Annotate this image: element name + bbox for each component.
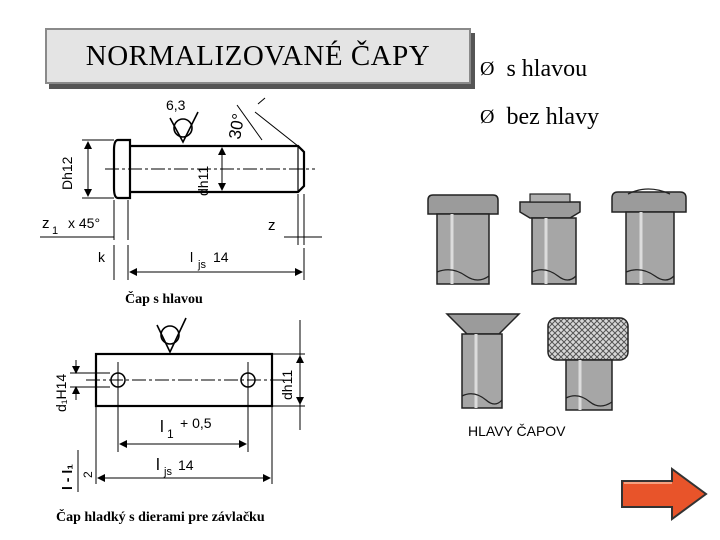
bullet-arrow-icon: Ø	[480, 105, 495, 128]
chamfer-end-label: z	[268, 217, 276, 234]
bullet-text: bez hlavy	[506, 103, 600, 130]
l1-label: l	[160, 417, 164, 436]
chamfer-z-label: z	[42, 215, 50, 232]
half-length-numerator: l - l₁	[59, 464, 75, 490]
head-height-label: k	[98, 249, 106, 265]
dim-head-diameter: Dh12	[59, 156, 75, 190]
bullet-list: Ø s hlavou Ø bez hlavy	[480, 45, 599, 141]
l1-sub: 1	[167, 427, 174, 441]
l1-tolerance: + 0,5	[180, 415, 212, 431]
caption-pin-with-head: Čap s hlavou	[125, 290, 203, 307]
bullet-arrow-icon: Ø	[480, 57, 495, 80]
length-label: l	[156, 455, 160, 474]
bullet-text: s hlavou	[506, 55, 588, 82]
pin-heads-illustration: HLAVY ČAPOV	[427, 188, 687, 439]
length-label: l	[190, 249, 193, 265]
length-tol-class: js	[197, 259, 206, 271]
dim-chamfer-angle: 30°	[225, 112, 248, 141]
half-length-denominator: 2	[81, 471, 95, 478]
title-box: NORMALIZOVANÉ ČAPY	[45, 28, 471, 84]
bullet-item: Ø bez hlavy	[480, 93, 599, 141]
pin-with-head-drawing: Dh12 dh11 6,3 30° z 1 x 45° z k l js 14	[40, 97, 322, 307]
arrow-right-icon	[621, 467, 708, 521]
length-tol-grade: 14	[213, 249, 229, 265]
plain-pin-drawing: d₁H14 dh11 l 1 + 0,5 l - l₁ 2 l js 14 Ča…	[53, 317, 305, 525]
dim-shaft-diameter: dh11	[279, 370, 295, 400]
roughness-value: 6,3	[166, 97, 186, 113]
bullet-item: Ø s hlavou	[480, 45, 599, 93]
length-tol-class: js	[163, 466, 172, 478]
heads-caption: HLAVY ČAPOV	[468, 423, 566, 439]
dim-hole-diameter: d₁H14	[53, 374, 69, 412]
chamfer-z-sub: 1	[52, 225, 58, 237]
next-slide-button[interactable]	[618, 465, 710, 523]
chamfer-angle-label: x 45°	[68, 215, 100, 231]
length-tol-grade: 14	[178, 457, 194, 473]
slide-title: NORMALIZOVANÉ ČAPY	[85, 39, 431, 72]
caption-plain-pin: Čap hladký s dierami pre závlačku	[56, 508, 265, 525]
dim-shaft-diameter: dh11	[195, 166, 211, 196]
